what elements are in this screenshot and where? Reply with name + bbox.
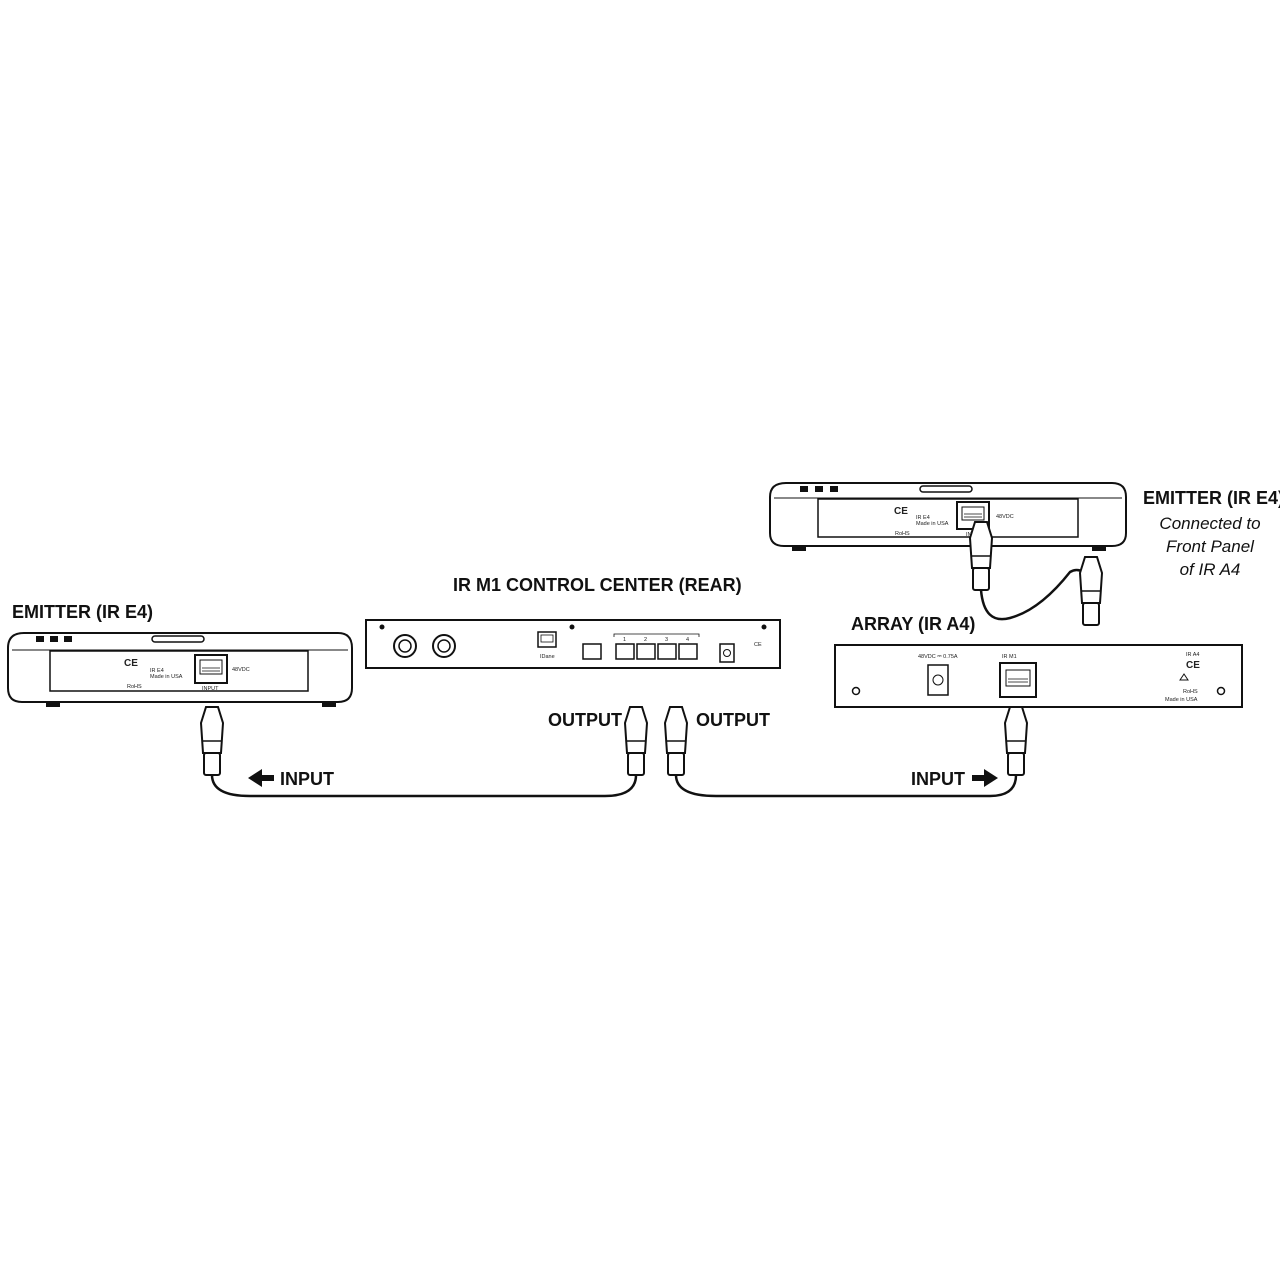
control-center-device: IDane 1 2 3 4 CE: [365, 619, 781, 669]
made-in-usa-text: Made in USA: [150, 674, 183, 680]
array-device: 48VDC ⎓ 0.75A IR M1 IR A4 CE RoHS Made i…: [834, 644, 1243, 708]
m1-ce-mark: CE: [754, 642, 762, 648]
a4-made-in-usa-text: Made in USA: [1165, 697, 1198, 703]
a4-model-text: IR A4: [1186, 652, 1199, 658]
input-right-label: INPUT: [911, 769, 965, 789]
emitter-right-device: CE RoHS IR E4 Made in USA INPUT 48VDC: [769, 482, 1127, 551]
output-ports-icon: [582, 633, 700, 660]
xlr-combo-jack-icon: [393, 634, 456, 658]
output-number-4: 4: [686, 637, 689, 643]
e4-model-text: IR E4: [916, 515, 930, 521]
output-number-2: 2: [644, 637, 647, 643]
output-number-3: 3: [665, 637, 668, 643]
rj45-port-icon: [999, 662, 1037, 698]
power-text: 48VDC: [232, 667, 250, 673]
output-number-1: 1: [623, 637, 626, 643]
cable-to-left-emitter: [200, 706, 648, 798]
output-right-label: OUTPUT: [696, 710, 770, 730]
input-port-text: INPUT: [202, 686, 219, 692]
ce-mark: CE: [894, 506, 908, 517]
rj45-port-icon: [194, 654, 228, 684]
dc-jack-icon: [719, 643, 735, 663]
emitter-left-device: CE RoHS IR E4 Made in USA INPUT 48VDC: [7, 632, 353, 707]
input-left-label: INPUT: [280, 769, 334, 789]
emitter-right-note-line-1: Connected to: [1159, 514, 1261, 533]
emitter-right-label: EMITTER (IR E4): [1143, 488, 1280, 508]
arrow-left-icon: [248, 769, 274, 787]
arrow-right-icon: [972, 769, 998, 787]
emitter-right-note: Connected to Front Panel of IR A4: [1150, 513, 1270, 582]
e4-model-text: IR E4: [150, 668, 164, 674]
dante-port-icon: [537, 631, 557, 648]
array-label: ARRAY (IR A4): [851, 614, 976, 634]
dc-jack-icon: [927, 664, 949, 696]
emitter-left-label: EMITTER (IR E4): [12, 602, 154, 622]
rohs-mark: RoHS: [895, 531, 910, 537]
emitter-right-note-line-2: Front Panel: [1166, 536, 1254, 556]
dante-port-text: IDane: [540, 654, 555, 660]
output-left-label: OUTPUT: [548, 710, 622, 730]
a4-power-text: 48VDC ⎓ 0.75A: [918, 654, 958, 660]
rohs-mark: RoHS: [127, 684, 142, 690]
a4-port-text: IR M1: [1002, 654, 1017, 660]
power-text: 48VDC: [996, 514, 1014, 520]
emitter-right-note-line-3: of IR A4: [1179, 559, 1241, 579]
control-center-label: IR M1 CONTROL CENTER (REAR): [453, 575, 742, 595]
a4-ce-mark: CE: [1186, 660, 1200, 671]
cable-emitter-to-array-front: [969, 521, 1103, 626]
ce-mark: CE: [124, 658, 138, 669]
a4-rohs-mark: RoHS: [1183, 689, 1198, 695]
cable-to-array: [664, 706, 1028, 798]
made-in-usa-text: Made in USA: [916, 521, 949, 527]
